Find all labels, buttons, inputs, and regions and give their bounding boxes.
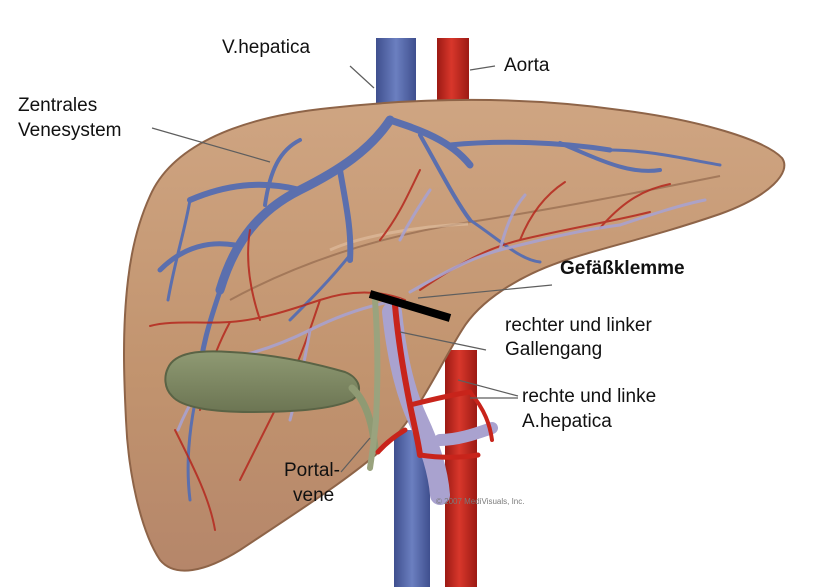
label-portal: Portal- xyxy=(284,460,340,482)
label-venesystem: Venesystem xyxy=(18,120,122,142)
label-a-hepatica-line2: A.hepatica xyxy=(522,411,612,433)
label-gallengang-line1: rechter und linker xyxy=(505,315,652,337)
label-aorta: Aorta xyxy=(504,55,549,77)
label-gefaessklemme: Gefäßklemme xyxy=(560,258,685,280)
label-v-hepatica: V.hepatica xyxy=(222,37,310,59)
label-vene: vene xyxy=(293,485,334,507)
label-a-hepatica-line1: rechte und linke xyxy=(522,386,656,408)
aorta-bottom xyxy=(445,350,477,587)
copyright-notice: © 2007 MediVisuals, Inc. xyxy=(436,497,524,506)
label-zentrales: Zentrales xyxy=(18,95,97,117)
label-gallengang-line2: Gallengang xyxy=(505,339,602,361)
